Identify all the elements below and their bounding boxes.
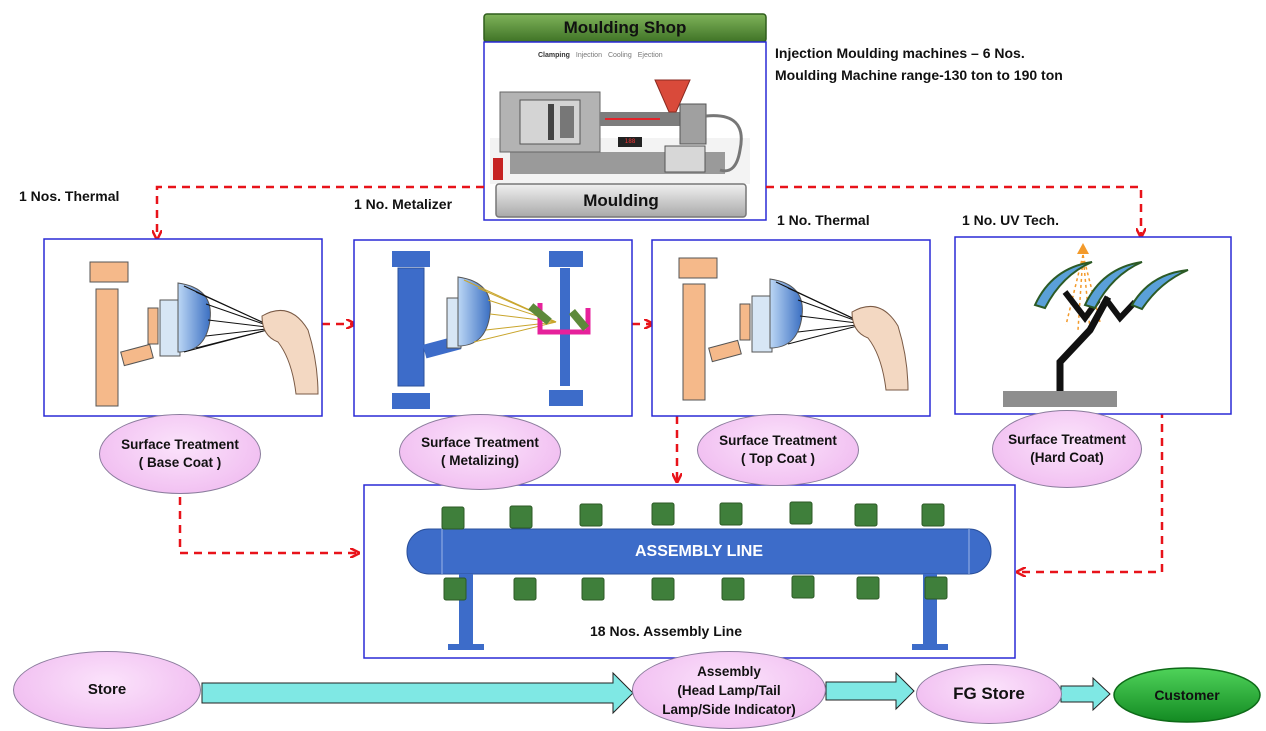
- station: [721, 577, 745, 601]
- customer-label: Customer: [1154, 687, 1220, 703]
- moulding-shop-header: Moulding Shop: [484, 14, 766, 42]
- tab-ejection: Ejection: [637, 52, 663, 59]
- metalizer-capacity-label: 1 No. Metalizer: [354, 196, 453, 212]
- thermal-capacity-label: 1 Nos. Thermal: [19, 188, 120, 204]
- assembly-line-caption: 18 Nos. Assembly Line: [590, 623, 742, 639]
- station: [719, 502, 743, 526]
- station: [581, 577, 605, 601]
- machine-range-note: Moulding Machine range-130 ton to 190 to…: [775, 67, 1063, 83]
- arrow-hard-coat-to-assembly: [1018, 410, 1164, 572]
- stage-subtitle: (Hard Coat): [1030, 450, 1104, 465]
- store-label: Store: [87, 681, 127, 698]
- uv-capacity-label: 1 No. UV Tech.: [962, 212, 1059, 228]
- stage-subtitle: ( Base Coat ): [138, 455, 222, 470]
- stage-subtitle: ( Top Coat ): [741, 451, 815, 466]
- moulding-footer: Moulding: [496, 184, 746, 217]
- moulding-shop-frame: [483, 13, 767, 221]
- assembly-line-label: ASSEMBLY LINE: [634, 542, 764, 560]
- arrow-moulding-to-hard-coat: [766, 185, 1141, 236]
- station: [441, 506, 465, 530]
- station: [651, 502, 675, 526]
- customer-node: [1113, 667, 1261, 723]
- station: [789, 501, 813, 525]
- station: [924, 576, 948, 600]
- arrow-store-to-assembly: [201, 671, 634, 715]
- top-coat-illustration: [678, 257, 909, 401]
- station: [856, 576, 880, 600]
- dashed-connectors: [157, 185, 1164, 572]
- injection-machine-illustration: [490, 79, 750, 184]
- arrow-base-coat-to-assembly: [178, 497, 358, 553]
- tab-injection: Injection: [575, 52, 602, 59]
- fg-store-label: FG Store: [953, 684, 1025, 703]
- machine-readout: 188: [624, 138, 636, 145]
- station: [509, 505, 533, 529]
- stage-title: Surface Treatment: [719, 433, 837, 448]
- station: [513, 577, 537, 601]
- stage-subtitle: ( Metalizing): [441, 453, 519, 468]
- tab-clamping: Clamping: [538, 52, 570, 59]
- stage-base-coat: Surface Treatment ( Base Coat ): [99, 414, 261, 494]
- stage-hard-coat: Surface Treatment (Hard Coat): [992, 410, 1142, 488]
- stage-title: Surface Treatment: [121, 437, 239, 452]
- assembly-label-line3: Lamp/Side Indicator): [662, 701, 796, 717]
- arrow-moulding-to-base-coat: [157, 185, 484, 238]
- moulding-shop-title: Moulding Shop: [563, 18, 687, 37]
- fg-store-node: FG Store: [916, 664, 1062, 724]
- station: [651, 577, 675, 601]
- station: [443, 577, 467, 601]
- metalizing-illustration: [392, 251, 591, 409]
- stage-title: Surface Treatment: [1008, 432, 1126, 447]
- assembly-line-panel: [363, 484, 1016, 659]
- hard-coat-illustration: [1003, 243, 1189, 407]
- machine-tabs: Clamping Injection Cooling Ejection: [538, 52, 663, 59]
- flow-arrows: [201, 671, 1111, 715]
- assembly-node: Assembly (Head Lamp/Tail Lamp/Side Indic…: [632, 651, 826, 729]
- station: [579, 503, 603, 527]
- station: [921, 503, 945, 527]
- stage-metalizing: Surface Treatment ( Metalizing): [399, 414, 561, 490]
- tab-cooling: Cooling: [607, 52, 632, 59]
- arrow-assembly-to-fg-store: [825, 671, 915, 711]
- station: [791, 575, 815, 599]
- store-node: Store: [13, 651, 201, 729]
- arrow-fg-store-to-customer: [1060, 676, 1111, 712]
- moulding-label: Moulding: [583, 190, 659, 210]
- base-coat-illustration: [89, 261, 319, 407]
- machine-count-note: Injection Moulding machines – 6 Nos.: [775, 45, 1025, 61]
- thermal-topcoat-capacity-label: 1 No. Thermal: [777, 212, 870, 228]
- stage-title: Surface Treatment: [421, 435, 539, 450]
- assembly-label-line2: (Head Lamp/Tail: [677, 682, 781, 698]
- assembly-label-line1: Assembly: [697, 663, 761, 679]
- stage-top-coat: Surface Treatment ( Top Coat ): [697, 414, 859, 486]
- station: [854, 503, 878, 527]
